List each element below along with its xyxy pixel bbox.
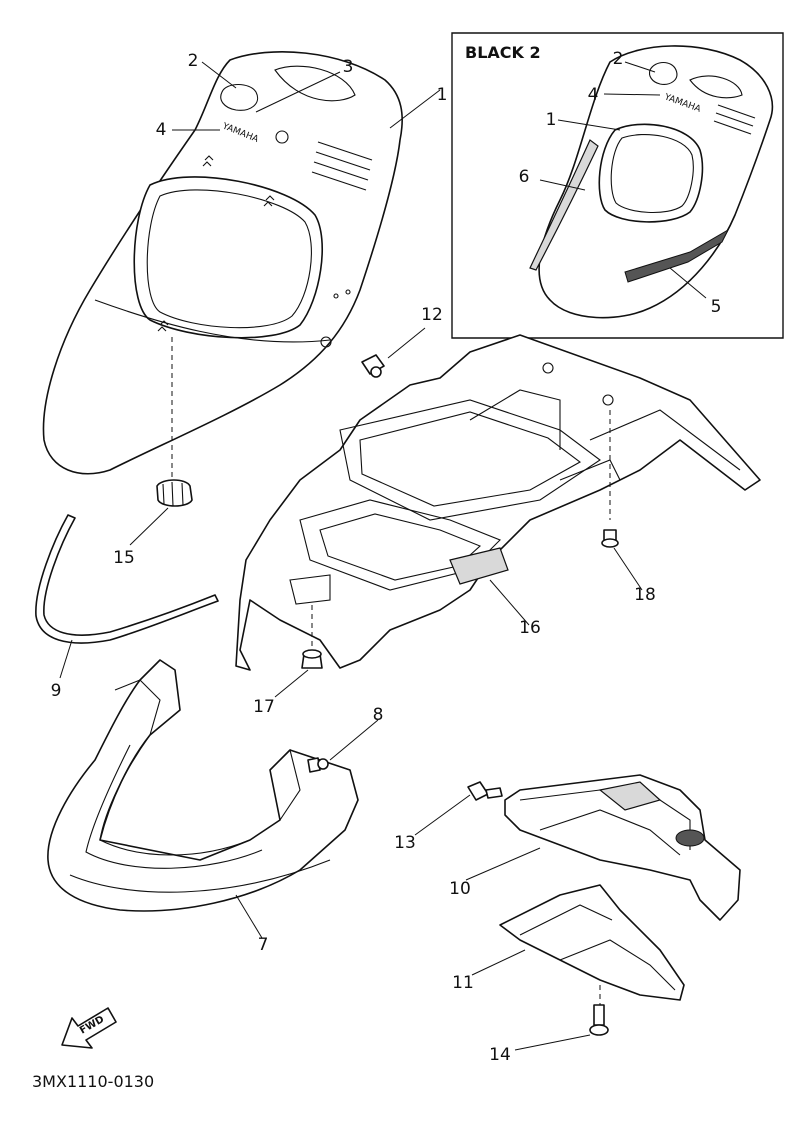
inset-leader-5 — [669, 267, 707, 299]
guard-lower-ridge — [559, 939, 676, 991]
callout-18: 18 — [634, 585, 656, 605]
lower-contour-line — [94, 299, 331, 343]
mount-hole-a — [542, 362, 554, 374]
callout-13: 13 — [394, 833, 416, 853]
small-hole-b — [345, 289, 351, 295]
inset-title: BLACK 2 — [465, 43, 541, 62]
inset-leader-1 — [557, 119, 621, 131]
inset-callout-5: 5 — [711, 297, 722, 317]
guard-ridge — [519, 904, 613, 936]
inner-sweep-edge — [85, 744, 263, 869]
cable-hole — [675, 829, 705, 847]
callout-17: 17 — [253, 697, 275, 717]
inset-headlight-opening — [598, 123, 704, 223]
inset-frame — [451, 32, 784, 339]
clip-marks — [157, 155, 275, 332]
callout-3: 3 — [343, 57, 354, 77]
inset-callout-2: 2 — [613, 49, 624, 69]
callout-11: 11 — [452, 973, 474, 993]
rear-rail — [589, 409, 741, 471]
headlight-rim — [146, 189, 312, 329]
callout-1: 1 — [437, 85, 448, 105]
raised-pad — [598, 781, 662, 811]
callout-7: 7 — [258, 935, 269, 955]
bolt-part-13 — [467, 781, 503, 801]
screw-part-8 — [307, 757, 329, 773]
guard-part-11 — [499, 884, 685, 1020]
front-tab — [289, 574, 331, 605]
inset-side-stripe-6 — [529, 139, 599, 271]
callout-15: 15 — [113, 548, 135, 568]
screw-part-18 — [601, 529, 619, 548]
inset-leader-2 — [624, 61, 656, 73]
headlight-opening — [133, 176, 324, 339]
left-bracket — [114, 679, 161, 736]
inset-headlight-rim — [610, 134, 694, 214]
emblem-hole — [275, 130, 289, 144]
inner-cover-part-16 — [235, 334, 761, 671]
inset-callout-6: 6 — [519, 167, 530, 187]
mounting-hole — [320, 336, 332, 348]
inset-leader-6 — [539, 179, 586, 191]
inset-stripe-5 — [624, 228, 730, 283]
inset-black-2: BLACK 2 YAMAHA 2 4 1 6 5 — [451, 32, 784, 339]
inset-leader-4 — [603, 93, 661, 96]
inset-emblem — [648, 61, 678, 85]
callout-numbers: 2 3 4 1 12 15 9 16 17 18 8 7 13 10 11 14 — [51, 51, 656, 1065]
callout-16: 16 — [519, 618, 541, 638]
diagram-code: 3MX1110-0130 — [32, 1072, 154, 1091]
trim-strip-part-9 — [35, 514, 219, 644]
inner-tray — [339, 399, 601, 521]
grommet-part-15 — [156, 337, 193, 507]
leader-lines — [59, 61, 643, 1051]
inset-upper-notch — [689, 75, 743, 99]
right-bracket — [269, 748, 301, 821]
callout-12: 12 — [421, 305, 443, 325]
nut-part-17 — [301, 649, 323, 669]
front-lower-cover-part-7 — [47, 659, 359, 912]
reflector-panel — [449, 547, 509, 585]
callout-9: 9 — [51, 681, 62, 701]
mount-hole-b — [602, 394, 614, 406]
inset-callout-1: 1 — [546, 110, 557, 130]
screw-part-12 — [361, 354, 385, 378]
inset-callout-4: 4 — [588, 85, 599, 105]
lower-edge — [69, 859, 331, 893]
inner-tray-rim — [359, 411, 582, 507]
middle-ridge — [539, 809, 681, 856]
center-rib — [469, 389, 561, 450]
small-hole-a — [333, 293, 339, 299]
callout-10: 10 — [449, 879, 471, 899]
callout-8: 8 — [373, 705, 384, 725]
screw-part-14 — [589, 1004, 609, 1036]
callout-2: 2 — [188, 51, 199, 71]
fwd-arrow-icon: FWD — [61, 1007, 117, 1049]
under-cover-part-10 — [504, 774, 741, 921]
vent-slots — [311, 141, 373, 191]
callout-4: 4 — [156, 120, 167, 140]
emblem — [220, 83, 258, 111]
upper-notch — [274, 65, 356, 102]
front-cover-part-1: YAMAHA — [42, 51, 403, 475]
inner-sweep — [99, 734, 251, 856]
callout-14: 14 — [489, 1045, 511, 1065]
inset-vent-slots — [713, 104, 756, 135]
